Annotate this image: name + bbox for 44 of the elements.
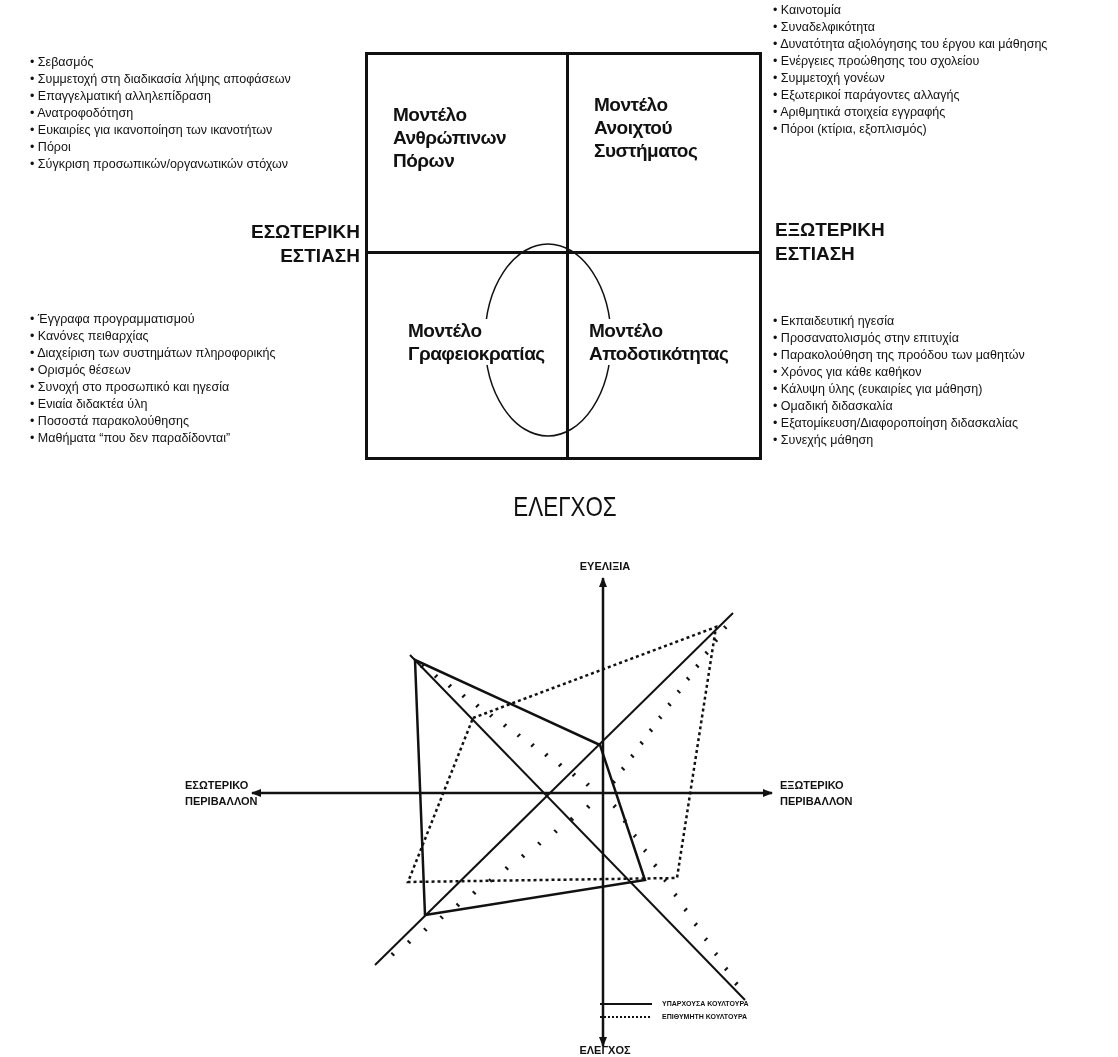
bullet-item: • Συνεχής μάθηση (773, 432, 875, 449)
bullet-item: • Χρόνος για κάθε καθήκον (773, 364, 923, 381)
bullet-item: • Ενιαία διδακτέα ύλη (30, 396, 149, 413)
bullet-item: • Αριθμητικά στοιχεία εγγραφής (773, 104, 947, 121)
bullet-item: • Μαθήματα “που δεν παραδίδονται” (30, 430, 232, 447)
quadrant-box (365, 251, 569, 460)
bullet-item: • Επαγγελματική αλληλεπίδραση (30, 88, 212, 105)
bullet-item: • Καινοτομία (773, 2, 842, 19)
bullet-item: • Ορισμός θέσεων (30, 362, 132, 379)
bullet-item: • Συνοχή στο προσωπικό και ηγεσία (30, 379, 231, 396)
model-title: Μοντέλο Αποδοτικότητας (589, 319, 729, 365)
bullet-item: • Σεβασμός (30, 54, 95, 71)
bullet-item: • Ποσοστά παρακολούθησης (30, 413, 190, 430)
focus-heading: ΕΣΩΤΕΡΙΚΗ ΕΣΤΙΑΣΗ (250, 220, 360, 268)
bullet-item: • Έγγραφα προγραμματισμού (30, 311, 196, 328)
axis-heading: ΕΛΕΓΧΟΣ (512, 490, 618, 523)
bullet-item: • Ενέργειες προώθησης του σχολείου (773, 53, 981, 70)
bullet-item: • Σύγκριση προσωπικών/οργανωτικών στόχων (30, 156, 290, 173)
bullet-item: • Συμμετοχή γονέων (773, 70, 886, 87)
bullet-item: • Δυνατότητα αξιολόγησης του έργου και μάθησης (773, 36, 1048, 53)
axis-label: ΕΛΕΓΧΟΣ (578, 1043, 632, 1057)
focus-heading: ΕΞΩΤΕΡΙΚΗ ΕΣΤΙΑΣΗ (775, 218, 885, 266)
quadrant-box (566, 251, 762, 460)
bullet-item: • Ανατροφοδότηση (30, 105, 135, 122)
bullet-item: • Εκπαιδευτική ηγεσία (773, 313, 896, 330)
bullet-item: • Προσανατολισμός στην επιτυχία (773, 330, 960, 347)
axis-label: ΕΥΕΛΙΞΙΑ (578, 559, 632, 574)
bullet-item: • Ομαδική διδασκαλία (773, 398, 894, 415)
bullet-item: • Κανόνες πειθαρχίας (30, 328, 150, 345)
bullet-item: • Συμμετοχή στη διαδικασία λήψης αποφάσεων (30, 71, 291, 88)
axis-label: ΕΞΩΤΕΡΙΚΟ ΠΕΡΙΒΑΛΛΟΝ (780, 778, 854, 809)
bullet-item: • Πόροι (30, 139, 72, 156)
bullet-item: • Διαχείριση των συστημάτων πληροφορικής (30, 345, 276, 362)
bullet-item: • Ευκαιρίες για ικανοποίηση των ικανοτήτων (30, 122, 274, 139)
axis-label: ΕΣΩΤΕΡΙΚΟ ΠΕΡΙΒΑΛΛΟΝ (185, 778, 259, 809)
bullet-item: • Παρακολούθηση της προόδου των μαθητών (773, 347, 1025, 364)
bullet-item: • Εξωτερικοί παράγοντες αλλαγής (773, 87, 961, 104)
quadrant-box (566, 52, 762, 254)
model-title: Μοντέλο Γραφειοκρατίας (408, 319, 545, 365)
bullet-item: • Πόροι (κτίρια, εξοπλισμός) (773, 121, 928, 138)
bullet-item: • Εξατομίκευση/Διαφοροποίηση διδασκαλίας (773, 415, 1019, 432)
quadrant-box (365, 52, 569, 254)
bullet-item: • Συναδελφικότητα (773, 19, 877, 36)
bullet-item: • Κάλυψη ύλης (ευκαιρίες για μάθηση) (773, 381, 984, 398)
